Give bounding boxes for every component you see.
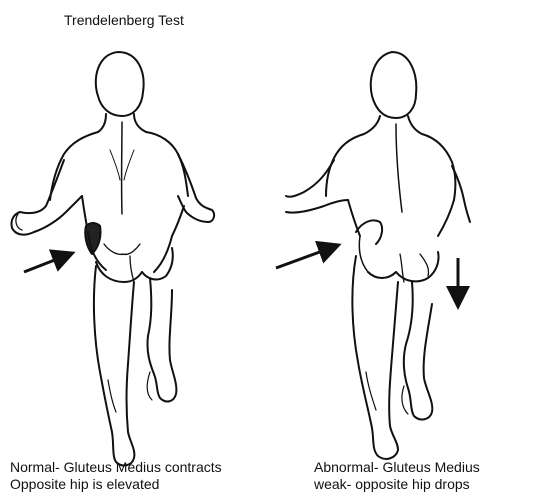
abnormal-stance-leg	[352, 256, 398, 459]
normal-left-arm	[11, 160, 82, 235]
abnormal-lifted-leg	[404, 282, 432, 419]
normal-torso	[50, 132, 98, 200]
normal-stance-leg	[94, 266, 134, 465]
normal-head	[96, 52, 144, 116]
normal-right-arm	[178, 154, 214, 222]
normal-lifted-leg	[147, 278, 176, 401]
abnormal-caption-line1: Abnormal- Gluteus Medius	[314, 459, 480, 476]
normal-caption-line2: Opposite hip is elevated	[10, 476, 222, 493]
abnormal-caption-line2: weak- opposite hip drops	[314, 476, 480, 493]
normal-hip-arrow	[24, 254, 70, 272]
abnormal-hip-arrow	[276, 246, 336, 268]
abnormal-caption: Abnormal- Gluteus Medius weak- opposite …	[314, 459, 480, 493]
abnormal-left-arm	[286, 160, 348, 213]
abnormal-head	[371, 52, 416, 118]
normal-caption-line1: Normal- Gluteus Medius contracts	[10, 459, 222, 476]
normal-figure	[11, 52, 214, 465]
normal-caption: Normal- Gluteus Medius contracts Opposit…	[10, 459, 222, 493]
